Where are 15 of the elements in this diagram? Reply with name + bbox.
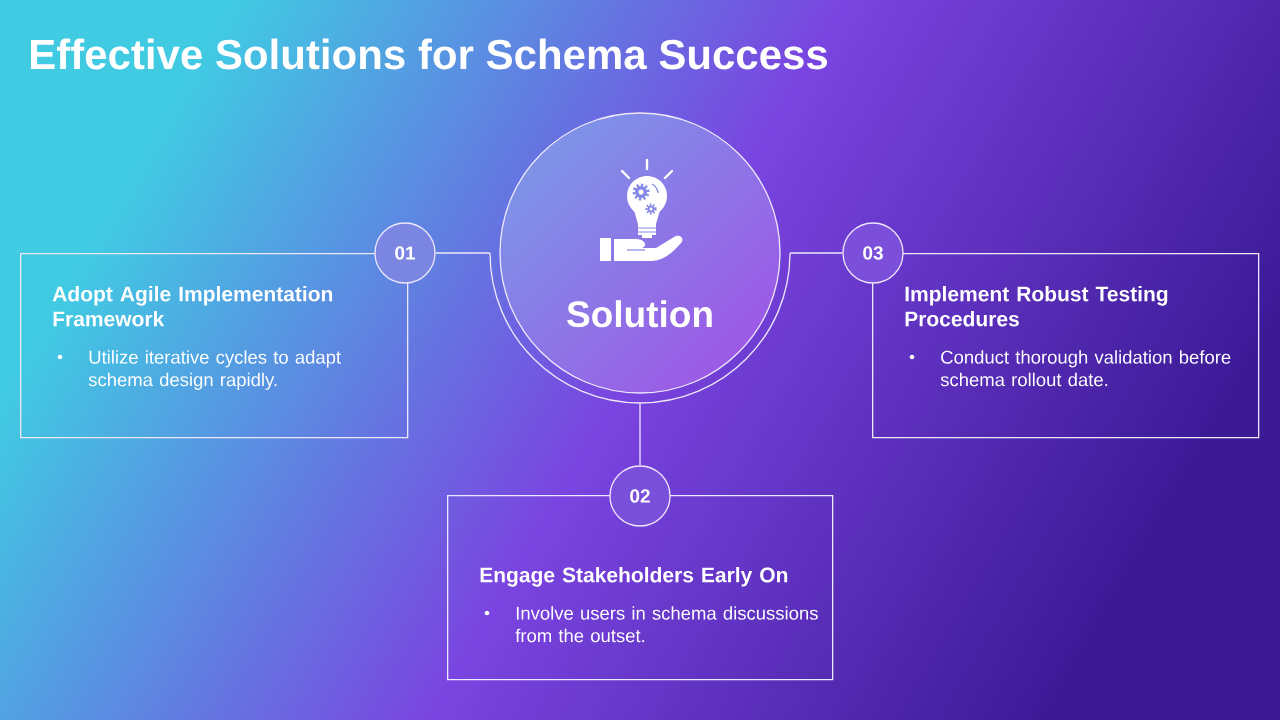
- hub-label: Solution: [567, 300, 712, 328]
- number-badge: 02: [609, 465, 671, 527]
- number-badge: 03: [842, 222, 904, 284]
- slide-title: Effective Solutions for Schema Success: [31, 38, 828, 70]
- bullet-text: Conduct thorough validation before schema rollout date.: [940, 350, 1231, 387]
- hub-circle: [489, 112, 791, 404]
- bullet-text: Utilize iterative cycles to adapt schema design rapidly.: [88, 350, 341, 390]
- connector-line: [435, 252, 491, 254]
- card-heading: Adopt Agile Implementation Framework: [52, 286, 333, 327]
- card-heading: Engage Stakeholders Early On: [480, 566, 788, 587]
- card-heading: Implement Robust Testing Procedures: [905, 286, 1168, 327]
- bullet-text: Involve users in schema discussions from the outset.: [515, 606, 818, 643]
- connector-line: [639, 402, 641, 466]
- number-badge: 01: [374, 222, 436, 284]
- connector-line: [789, 252, 843, 254]
